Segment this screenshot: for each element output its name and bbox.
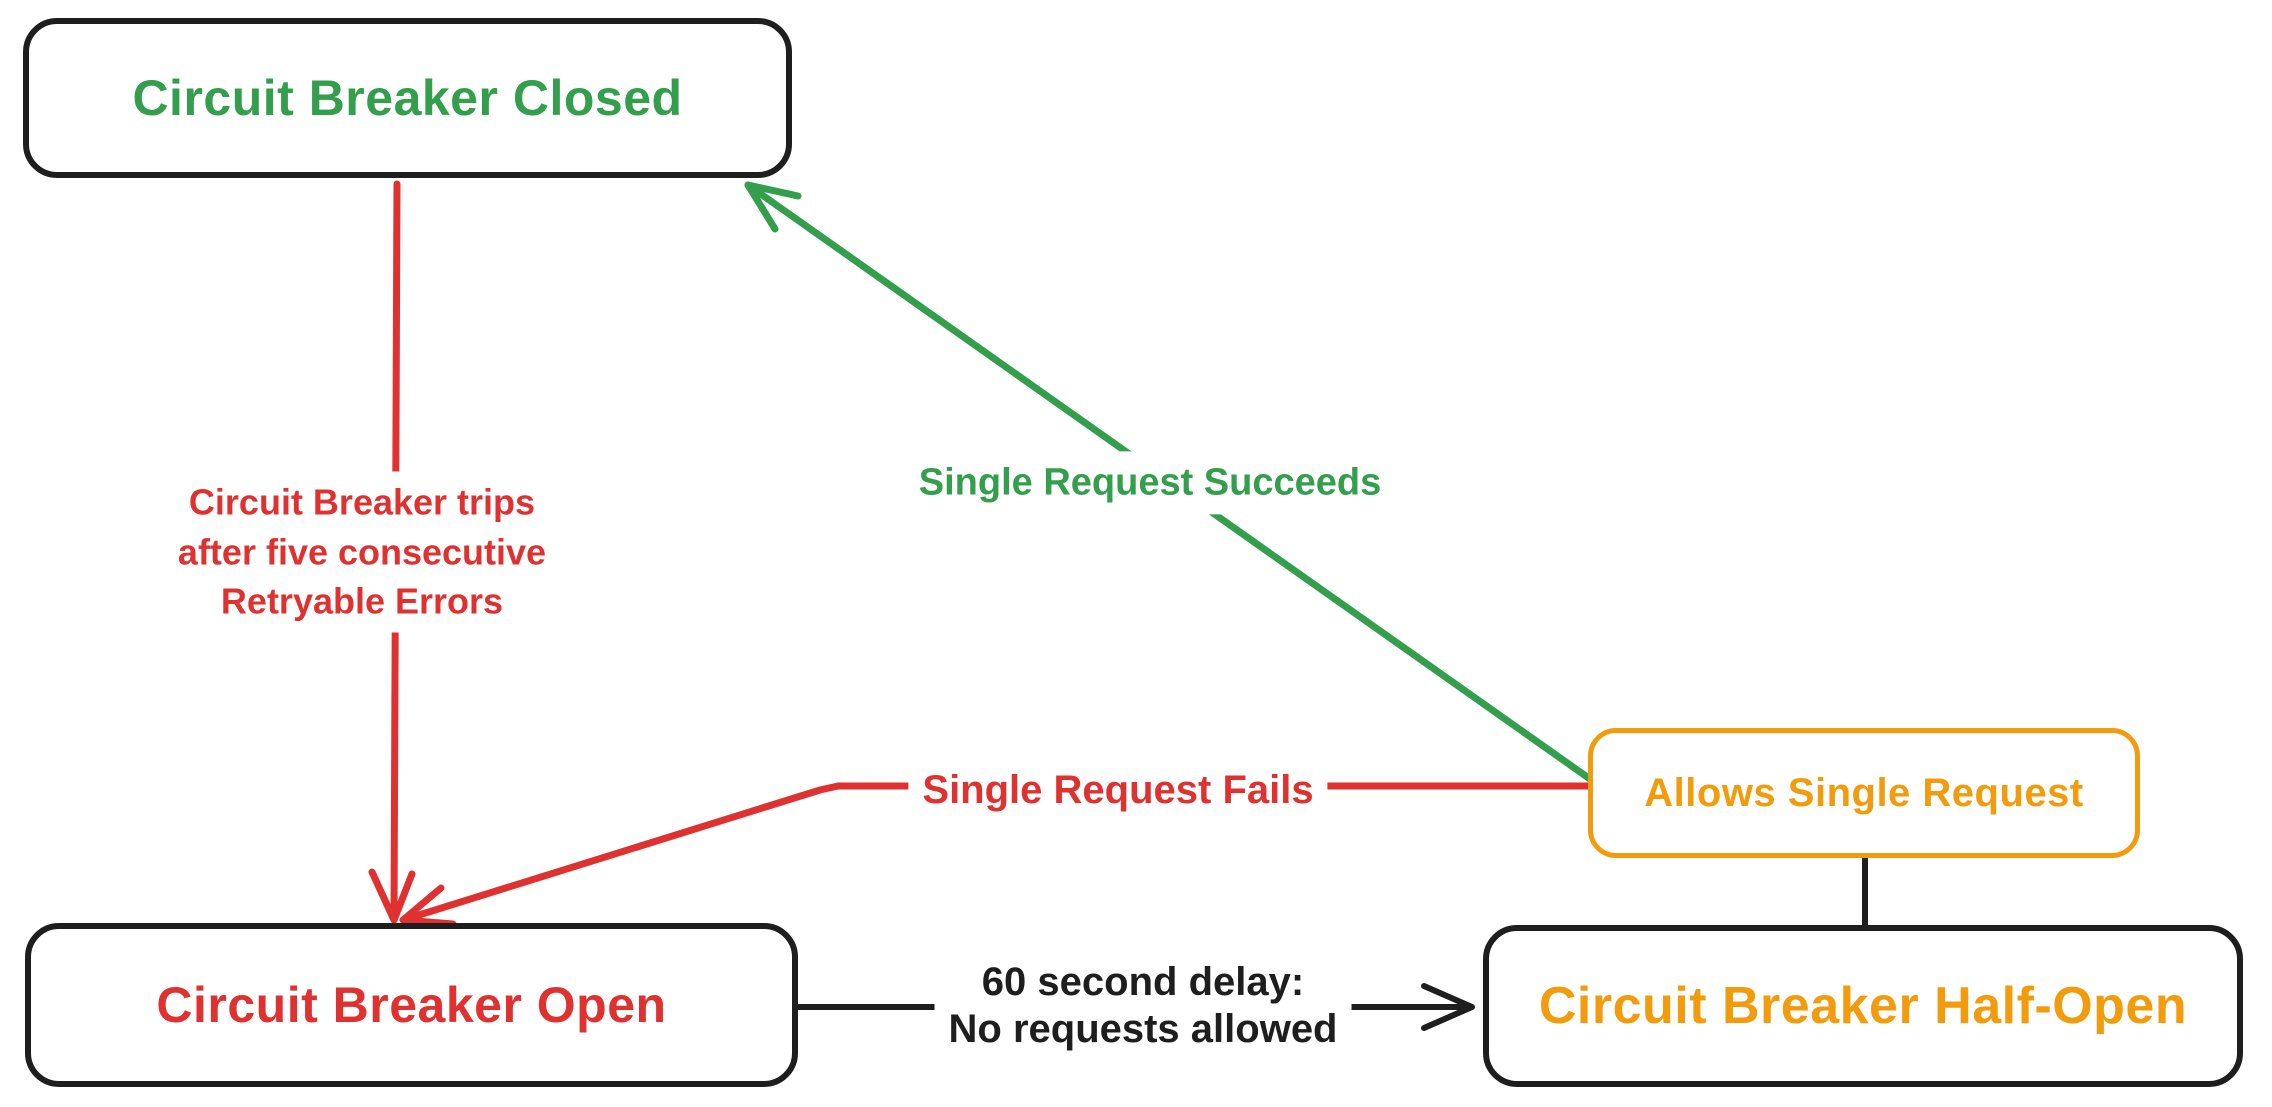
edge-label-trips: Circuit Breaker trips after five consecu… — [163, 471, 561, 633]
state-allows-single-request: Allows Single Request — [1588, 728, 2140, 858]
edge-label-delay: 60 second delay: No requests allowed — [934, 952, 1352, 1060]
edge-label-succeeds: Single Request Succeeds — [904, 451, 1396, 515]
state-label-closed: Circuit Breaker Closed — [132, 70, 683, 126]
state-circuit-breaker-open: Circuit Breaker Open — [25, 923, 798, 1087]
state-label-half-open: Circuit Breaker Half-Open — [1538, 977, 2188, 1035]
edge-label-fails: Single Request Fails — [908, 757, 1328, 823]
state-circuit-breaker-half-open: Circuit Breaker Half-Open — [1483, 925, 2243, 1087]
state-circuit-breaker-closed: Circuit Breaker Closed — [23, 18, 792, 178]
state-label-allows-single-request: Allows Single Request — [1644, 770, 2084, 815]
state-label-open: Circuit Breaker Open — [156, 977, 667, 1033]
